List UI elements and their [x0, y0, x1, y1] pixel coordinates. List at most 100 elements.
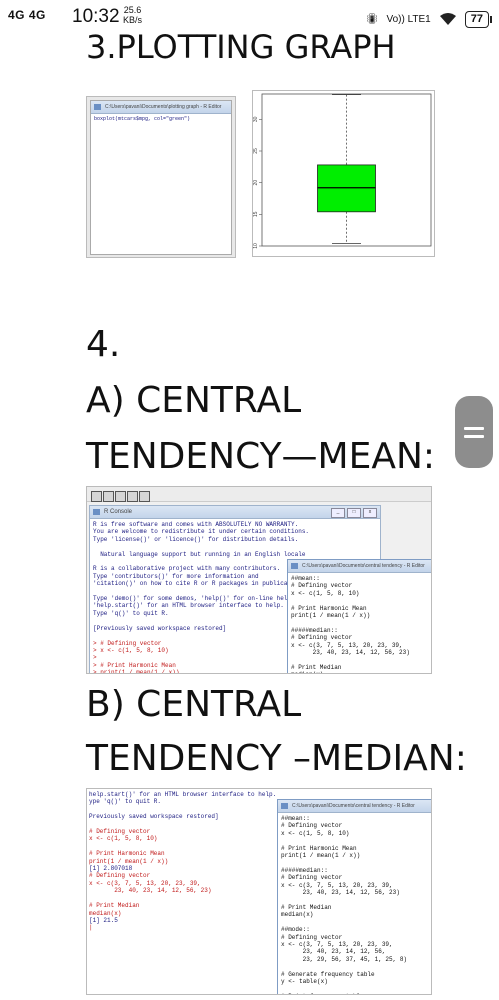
- vibrate-icon: 📳︎: [365, 13, 379, 25]
- editor-line: [281, 919, 429, 926]
- network-speed-unit: KB/s: [123, 15, 143, 25]
- r-editor-title-a: C:\Users\pavani\Documents\central tenden…: [302, 563, 425, 569]
- editor-line: ##mode::: [281, 926, 310, 934]
- network-speed: 25.6 KB/s: [123, 5, 142, 25]
- y-tick-label: 15: [253, 211, 259, 217]
- console-input-line: # Defining vector: [89, 872, 151, 880]
- y-tick-label: 30: [253, 116, 259, 122]
- console-input-line: # Print Harmonic Mean: [89, 850, 165, 858]
- editor-line: ##mean::: [281, 815, 310, 822]
- heading-a-line2: TENDENCY—MEAN:: [86, 436, 436, 477]
- editor-line: y <- table(x): [281, 977, 328, 985]
- status-bar: 4G 4G 10:32 25.6 KB/s 📳︎ Vo)) LTE1 77: [0, 0, 499, 40]
- print-icon[interactable]: [139, 491, 150, 502]
- heading-a-line1: A) CENTRAL: [86, 380, 302, 421]
- handle-line-bottom: [464, 434, 484, 438]
- console-input-line: [89, 895, 285, 902]
- open-script-icon[interactable]: [91, 491, 102, 502]
- maximize-button[interactable]: □: [347, 508, 361, 518]
- section-3-title: 3.PLOTTING GRAPH: [86, 28, 396, 66]
- editor-line: 23, 40, 23, 14, 12, 56,: [281, 948, 386, 956]
- iqr-box: [317, 164, 376, 213]
- y-tick-label: 25: [253, 148, 259, 154]
- editor-line: [281, 985, 429, 992]
- minimize-button[interactable]: _: [331, 508, 345, 518]
- signal-indicator: 4G 4G: [8, 8, 46, 22]
- console-cursor[interactable]: |: [89, 924, 93, 932]
- editor-line: [281, 896, 429, 903]
- r-console-icon: [93, 509, 100, 515]
- plot-editor-window: C:\Users\pavani\Documents\plotting graph…: [90, 100, 232, 255]
- console-input-line: > print(1 / mean(1 / x)): [93, 669, 180, 674]
- r-console-output-b[interactable]: help.start()' for an HTML browser interf…: [87, 789, 287, 934]
- plot-editor-code: boxplot(mtcars$mpg, col="green"): [94, 116, 191, 122]
- median-screenshot: help.start()' for an HTML browser interf…: [86, 788, 432, 995]
- r-editor-icon: [291, 563, 298, 569]
- save-workspace-icon[interactable]: [115, 491, 126, 502]
- heading-b-line1: B) CENTRAL: [86, 684, 302, 725]
- editor-line: median(x): [281, 911, 314, 919]
- plot-editor-title: C:\Users\pavani\Documents\plotting graph…: [105, 104, 222, 110]
- editor-line: x <- c(1, 5, 8, 10): [281, 829, 350, 837]
- console-input-line: # Defining vector: [89, 828, 151, 836]
- editor-line: # Defining vector: [281, 874, 343, 882]
- editor-line: #####median::: [291, 626, 338, 634]
- r-console-titlebar: R Console _ □ x: [90, 506, 380, 519]
- console-line: 'citation()' on how to cite R or R packa…: [93, 580, 295, 588]
- editor-line: [281, 859, 429, 866]
- editor-line: # Defining vector: [281, 822, 343, 830]
- wifi-icon: [439, 13, 456, 25]
- console-result-line: [1] 21.5: [89, 916, 118, 924]
- editor-line: # Defining vector: [291, 634, 353, 642]
- console-line: [93, 543, 377, 550]
- console-line: Type 'q()' to quit R.: [93, 609, 169, 617]
- editor-line: print(1 / mean(1 / x)): [291, 612, 371, 620]
- console-line: You are welcome to redistribute it under…: [93, 528, 310, 536]
- r-editor-icon: [281, 803, 288, 809]
- editor-line: # Defining vector: [291, 582, 353, 590]
- editor-line: x <- c(1, 5, 8, 10): [291, 589, 360, 597]
- close-button[interactable]: x: [363, 508, 377, 518]
- console-line: 'help.start()' for an HTML browser inter…: [93, 602, 284, 610]
- console-window-controls: _ □ x: [331, 508, 377, 518]
- mean-screenshot: R Console _ □ x R is free software and c…: [86, 486, 432, 674]
- r-editor-icon: [94, 104, 101, 110]
- console-line: R is free software and comes with ABSOLU…: [93, 521, 299, 528]
- console-input-line: >: [93, 654, 97, 662]
- console-input-line: > x <- c(1, 5, 8, 10): [93, 646, 169, 654]
- scroll-handle[interactable]: [455, 396, 493, 468]
- editor-line: ##mean::: [291, 575, 320, 582]
- editor-line: [281, 837, 429, 844]
- editor-line: #####median::: [281, 866, 328, 874]
- y-tick-label: 10: [253, 243, 259, 249]
- section-4-number: 4.: [86, 324, 121, 365]
- console-line: R is a collaborative project with many c…: [93, 565, 281, 573]
- console-input-line: median(x): [89, 909, 122, 917]
- editor-line: # Print Median: [291, 663, 342, 671]
- console-line: Type 'contributors()' for more informati…: [93, 572, 259, 580]
- console-line: ype 'q()' to quit R.: [89, 798, 162, 806]
- editor-line: [291, 656, 429, 663]
- r-console-output[interactable]: R is free software and comes with ABSOLU…: [90, 519, 380, 674]
- network-label: Vo)) LTE1: [386, 13, 431, 25]
- console-input-line: x <- c(3, 7, 5, 13, 20, 23, 39,: [89, 879, 201, 887]
- console-result-line: [1] 2.807018: [89, 865, 133, 873]
- plot-editor-titlebar: C:\Users\pavani\Documents\plotting graph…: [91, 101, 231, 114]
- console-line: Type 'license()' or 'licence()' for dist…: [93, 535, 299, 543]
- console-line: Type 'demo()' for some demos, 'help()' f…: [93, 595, 295, 603]
- copy-icon[interactable]: [127, 491, 138, 502]
- plot-editor-screenshot: C:\Users\pavani\Documents\plotting graph…: [86, 96, 236, 258]
- console-input-line: 23, 40, 23, 14, 12, 56, 23): [89, 887, 212, 895]
- r-editor-window-a: C:\Users\pavani\Documents\central tenden…: [287, 559, 431, 673]
- editor-line: [291, 597, 429, 604]
- r-editor-titlebar-a: C:\Users\pavani\Documents\central tenden…: [288, 560, 431, 573]
- load-workspace-icon[interactable]: [103, 491, 114, 502]
- editor-line: [281, 963, 429, 970]
- r-editor-window-b: C:\Users\pavani\Documents\central tenden…: [277, 799, 431, 994]
- r-console-title: R Console: [104, 509, 133, 515]
- status-icons: 📳︎ Vo)) LTE1 77: [365, 9, 493, 29]
